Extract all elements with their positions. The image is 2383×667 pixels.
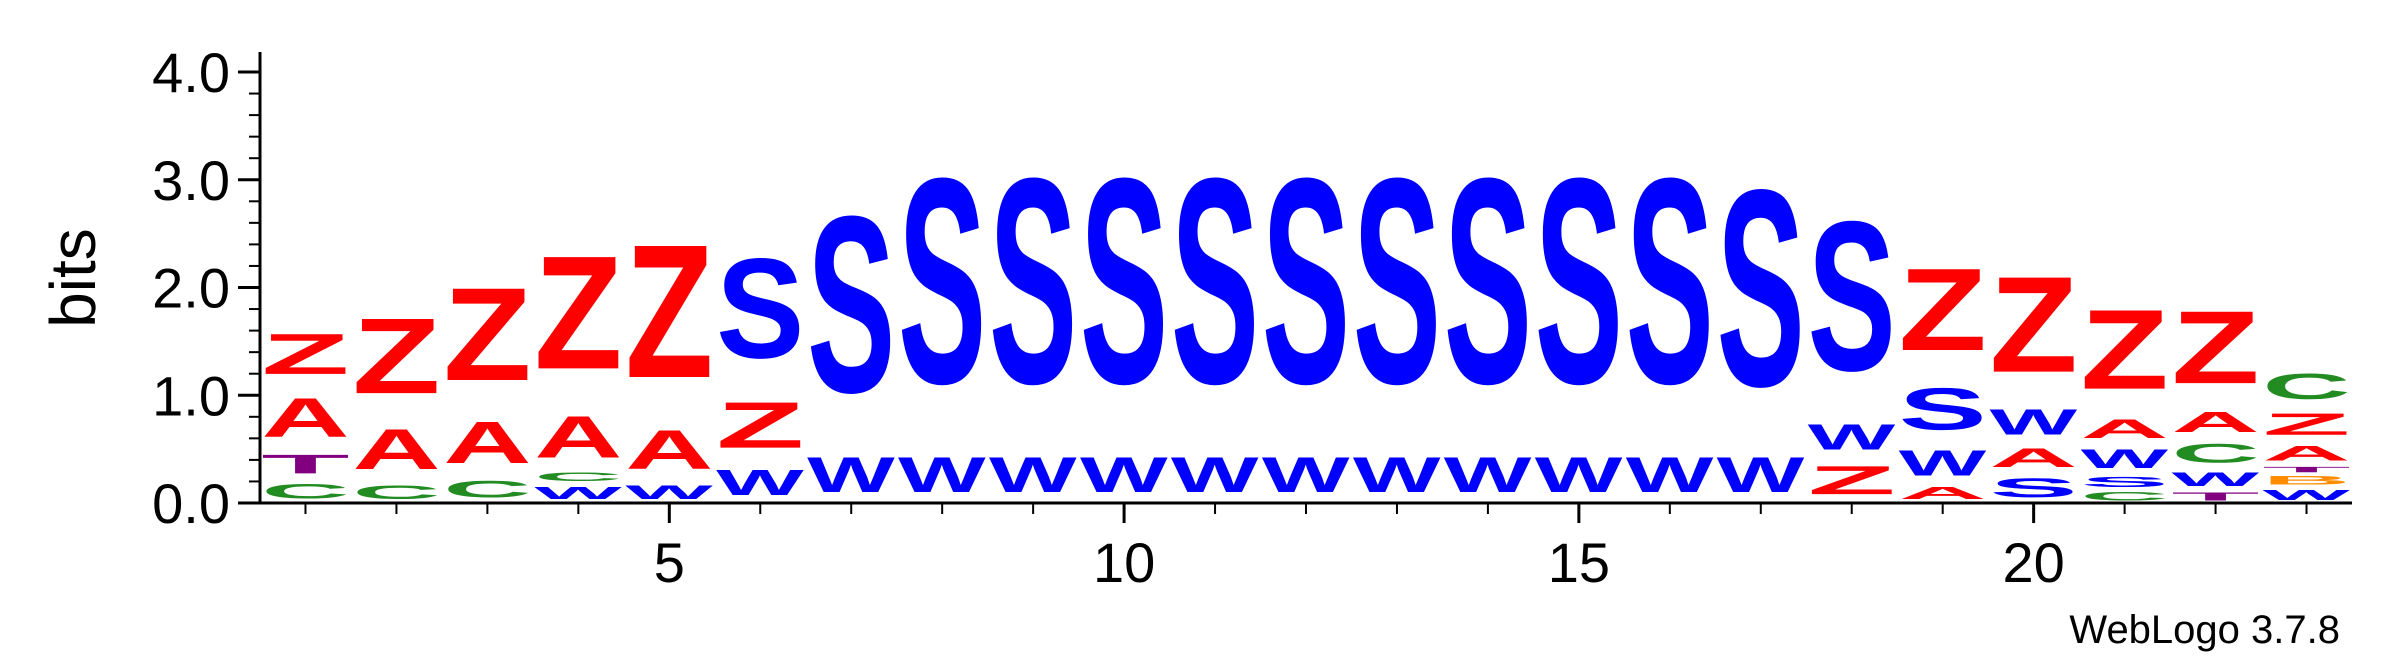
logo-letter-w: W — [1990, 401, 2078, 442]
logo-letter-w: W — [2080, 444, 2168, 474]
logo-letter-s: S — [989, 118, 1077, 445]
logo-letter-z: Z — [2080, 285, 2168, 413]
logo-letter-z: Z — [716, 389, 804, 462]
logo-letter-w: W — [1171, 446, 1259, 502]
logo-letter-z: Z — [443, 260, 531, 408]
logo-letter-z: Z — [2262, 407, 2350, 441]
logo-letter-z: Z — [352, 296, 440, 416]
logo-letter-s: S — [1535, 118, 1623, 445]
logo-letter-s: S — [1990, 473, 2078, 503]
logo-letter-z: Z — [261, 322, 349, 387]
logo-letter-a: A — [534, 404, 622, 470]
logo-letter-t: T — [261, 449, 349, 479]
logo-letter-s: S — [1080, 118, 1168, 445]
x-tick-label: 5 — [654, 531, 685, 594]
logo-letter-s: S — [1808, 176, 1896, 415]
logo-letter-w: W — [1080, 446, 1168, 502]
logo-letter-c: C — [2171, 438, 2259, 468]
logo-letter-w: W — [1262, 446, 1350, 502]
logo-letter-s: S — [1626, 118, 1714, 445]
logo-letter-z: Z — [1808, 458, 1896, 503]
logo-letter-t: T — [2262, 465, 2350, 474]
x-tick-label: 10 — [1093, 531, 1155, 594]
logo-letter-a: A — [2080, 413, 2168, 443]
x-tick-label: 15 — [1548, 531, 1610, 594]
logo-letter-z: Z — [1990, 248, 2078, 401]
logo-letter-w: W — [1626, 446, 1714, 502]
logo-letter-c: C — [534, 471, 622, 484]
logo-letter-w: W — [807, 446, 895, 502]
logo-letter-s: S — [1171, 118, 1259, 445]
letter-stacks: CTAZCAZCAZWCAZWAZWZSWSWSWSWSWSWSWSWSWSWS… — [261, 118, 2350, 503]
logo-letter-a: A — [625, 419, 713, 481]
logo-letter-s: S — [1353, 118, 1441, 445]
logo-letter-s: S — [1444, 118, 1532, 445]
logo-letter-w: W — [989, 446, 1077, 502]
logo-letter-b: B — [2262, 474, 2350, 487]
logo-letter-c: C — [2262, 366, 2350, 407]
logo-letter-w: W — [534, 484, 622, 503]
logo-letter-s: S — [1899, 375, 1987, 442]
logo-letter-w: W — [898, 446, 986, 502]
x-ticks: 5 10 15 20 — [304, 503, 2308, 594]
logo-letter-s: S — [898, 118, 986, 445]
y-tick-label: 4.0 — [152, 41, 230, 104]
x-tick-label: 20 — [2003, 531, 2065, 594]
logo-letter-c: C — [443, 476, 531, 503]
logo-letter-s: S — [1262, 118, 1350, 445]
y-ticks: 0.0 1.0 2.0 3.0 4.0 — [152, 41, 260, 535]
logo-letter-a: A — [1990, 443, 2078, 473]
logo-letter-a: A — [443, 410, 531, 476]
logo-letter-s: S — [1717, 131, 1805, 446]
logo-letter-w: W — [1808, 417, 1896, 458]
y-tick-label: 2.0 — [152, 257, 230, 320]
logo-letter-w: W — [625, 482, 714, 504]
y-tick-label: 0.0 — [152, 472, 230, 535]
logo-letter-z: Z — [625, 205, 713, 418]
y-axis-label: bits — [37, 228, 109, 328]
y-tick-label: 1.0 — [152, 364, 230, 427]
logo-letter-w: W — [2171, 469, 2260, 491]
logo-letter-a: A — [2262, 442, 2350, 466]
logo-letter-c: C — [261, 479, 349, 503]
logo-letter-w: W — [2262, 487, 2350, 503]
logo-letter-a: A — [352, 417, 440, 481]
logo-letter-c: C — [352, 481, 440, 503]
logo-letter-c: C — [2080, 490, 2168, 503]
logo-letter-w: W — [1899, 442, 1987, 483]
logo-letter-z: Z — [534, 223, 622, 403]
logo-letter-a: A — [1899, 484, 1987, 503]
logo-letter-w: W — [1717, 446, 1805, 502]
logo-letter-z: Z — [2171, 289, 2259, 405]
logo-letter-s: S — [807, 164, 895, 446]
logo-letter-a: A — [2171, 406, 2259, 438]
logo-letter-w: W — [1535, 446, 1623, 502]
logo-letter-t: T — [2171, 490, 2259, 503]
logo-letter-w: W — [1353, 446, 1441, 502]
logo-letter-w: W — [1444, 446, 1532, 502]
logo-letter-a: A — [261, 387, 349, 449]
y-tick-label: 3.0 — [152, 149, 230, 212]
logo-letter-z: Z — [1899, 244, 1987, 375]
logo-letter-s: S — [2080, 474, 2168, 490]
logo-letter-s: S — [716, 230, 804, 389]
logo-letter-w: W — [716, 462, 804, 503]
weblogo-version-label: WebLogo 3.7.8 — [2069, 608, 2340, 652]
